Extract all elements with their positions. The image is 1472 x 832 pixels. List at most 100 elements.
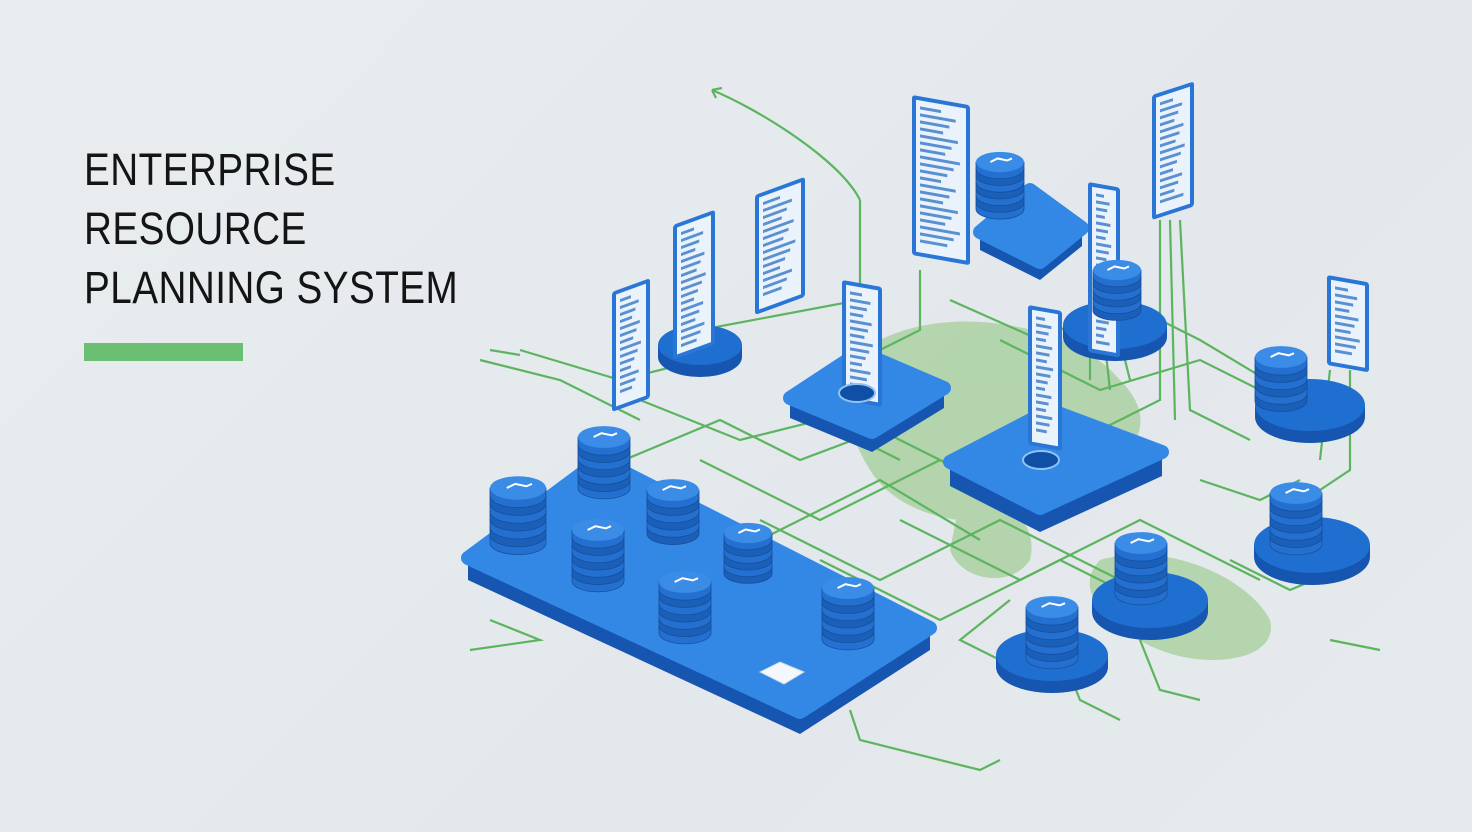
panel-text-line	[763, 227, 789, 241]
panel-text-line	[1335, 342, 1356, 350]
dashboard-panels	[612, 82, 1369, 451]
panel-text-line	[763, 216, 782, 227]
pedestal-icon	[838, 383, 876, 403]
stack-top	[578, 426, 630, 448]
panel-text-line	[1160, 159, 1177, 169]
panel-text-line	[1096, 333, 1104, 338]
stack-glyph-icon	[737, 528, 761, 534]
connector-line	[711, 86, 723, 99]
panel-text-line	[1335, 307, 1350, 313]
panel-text-line	[1096, 207, 1108, 213]
panel-text-line	[1036, 351, 1050, 357]
panel-text-line	[681, 259, 701, 271]
panel-text-line	[681, 329, 701, 341]
panel-text-line	[1036, 316, 1045, 321]
panel-text-line	[1036, 365, 1054, 372]
panel-text-line	[920, 183, 956, 193]
panel-screen	[1032, 309, 1058, 447]
panel-text-line	[681, 251, 705, 264]
panel-text-line	[681, 247, 696, 257]
panel-text-line	[763, 248, 791, 262]
panel-text-line	[1036, 358, 1047, 364]
panel-text-line	[1036, 337, 1046, 343]
panel-text-line	[1335, 293, 1358, 301]
database-icon	[1269, 482, 1323, 556]
page-title: ENTERPRISE RESOURCE PLANNING SYSTEM	[84, 140, 458, 317]
panel-text-line	[620, 307, 636, 317]
connector-line	[957, 599, 1011, 661]
connector-line	[1178, 219, 1251, 441]
panel-text-line	[1036, 414, 1053, 421]
stack-glyph-icon	[1130, 538, 1155, 544]
database-icon	[1025, 596, 1079, 670]
panel-text-line	[920, 120, 950, 129]
panel-text-line	[1036, 400, 1049, 406]
panel-text-line	[1036, 344, 1053, 351]
connector-line	[899, 518, 1261, 582]
panel-text-line	[1036, 379, 1048, 385]
database-icon	[821, 577, 875, 651]
stack-glyph-icon	[662, 485, 687, 491]
panel-text-line	[920, 134, 958, 145]
panel-text-line	[1036, 428, 1047, 434]
panel-text-line	[920, 211, 952, 220]
platform-chip-icon	[758, 661, 806, 685]
panel-text-line	[1160, 122, 1184, 134]
panel-text-line	[620, 348, 638, 359]
panel-text-line	[1335, 321, 1355, 328]
panel-text-line	[1096, 228, 1108, 234]
panel-text-line	[1160, 110, 1179, 120]
database-icon	[1114, 532, 1168, 606]
stack-glyph-icon	[1270, 352, 1295, 358]
panel-text-line	[1096, 242, 1112, 249]
panel-text-line	[763, 198, 792, 213]
panel-text-line	[1036, 393, 1052, 400]
pedestal-icon	[1022, 450, 1060, 470]
dashboard-panel-icon	[612, 279, 650, 412]
stack-glyph-icon	[506, 482, 533, 489]
panel-text-line	[681, 227, 694, 236]
panel-text-line	[620, 336, 634, 345]
stack-top	[1093, 259, 1141, 281]
platform-side	[950, 452, 1162, 532]
panel-text-line	[681, 297, 694, 306]
panel-text-line	[681, 301, 704, 313]
stack-top	[490, 476, 546, 500]
title-line-1: ENTERPRISE	[84, 144, 336, 195]
panel-text-line	[920, 148, 946, 156]
panel-text-line	[1160, 168, 1173, 176]
title-line-2: RESOURCE	[84, 203, 307, 254]
panel-text-line	[920, 169, 948, 178]
stack-glyph-icon	[1285, 488, 1310, 494]
database-stacks	[489, 151, 1323, 670]
dashboard-panel-icon	[912, 95, 970, 265]
panel-text-line	[763, 277, 787, 290]
panel-text-line	[681, 338, 697, 348]
panel-text-line	[850, 291, 862, 297]
panel-text-line	[1160, 188, 1175, 197]
panel-text-line	[1036, 323, 1052, 330]
panel-text-line	[850, 354, 866, 361]
stack-top	[572, 519, 624, 541]
database-icon	[577, 426, 631, 500]
panel-text-line	[763, 218, 794, 234]
panel-text-line	[763, 195, 780, 206]
database-icon	[658, 571, 712, 645]
panel-text-line	[681, 272, 706, 285]
connector-line	[1329, 638, 1381, 652]
panel-text-line	[681, 309, 700, 320]
panel-text-line	[1160, 131, 1180, 141]
panel-text-line	[920, 141, 952, 150]
title-line-3: PLANNING SYSTEM	[84, 262, 459, 313]
panel-text-line	[620, 340, 641, 352]
panel-text-line	[1160, 180, 1179, 190]
stack-top	[724, 522, 772, 544]
panel-text-line	[1036, 386, 1045, 391]
panel-text-line	[1036, 330, 1049, 336]
panel-text-line	[1335, 335, 1360, 343]
panel-text-line	[620, 295, 631, 303]
panel-text-line	[763, 257, 786, 269]
panel-text-line	[920, 239, 948, 248]
stack-glyph-icon	[1106, 265, 1130, 271]
